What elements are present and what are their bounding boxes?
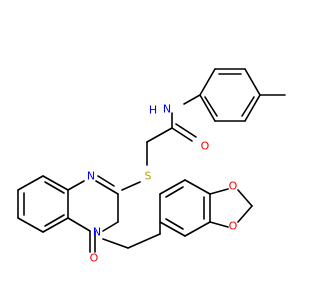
bond — [244, 94, 261, 122]
amide-hydrogen-label: H — [149, 104, 157, 117]
bond — [95, 180, 119, 195]
bond — [183, 94, 201, 105]
benzyl-linker — [102, 233, 161, 249]
bond — [209, 221, 229, 228]
ring-nitrogen-3-label: N — [93, 226, 101, 239]
bond — [244, 68, 261, 96]
tolyl-ring — [199, 68, 286, 122]
benzodioxole-ring — [159, 179, 253, 237]
bond — [199, 94, 216, 122]
amide-linker — [121, 94, 201, 191]
bond — [184, 221, 211, 237]
molecule-canvas: N H O S N N O O O — [17, 68, 286, 265]
amide-nitrogen-label: N — [163, 103, 171, 116]
bond-inner — [165, 218, 184, 230]
bond — [67, 217, 91, 232]
bond — [42, 217, 69, 233]
bond — [237, 189, 253, 207]
bond-double — [97, 175, 115, 187]
carbonyl-bond-double — [175, 123, 197, 138]
ring-carbonyl-oxygen-label: O — [90, 252, 99, 265]
bond — [199, 68, 216, 96]
ring-nitrogen-1-label: N — [87, 170, 95, 183]
amide-oxygen-label: O — [201, 140, 210, 153]
bond-inner — [44, 214, 65, 227]
quinazolinone-core — [17, 175, 119, 253]
bond — [184, 179, 211, 195]
bond — [17, 217, 44, 233]
bond-inner — [241, 96, 255, 117]
structure-diagram: N H O S N N O O O — [17, 68, 286, 265]
dioxole-oxygen-1-label: O — [229, 180, 238, 193]
bond-inner — [204, 96, 218, 117]
atom-labels: N H O S N N O O O — [87, 103, 238, 265]
carbonyl-bond — [171, 127, 193, 142]
bond — [102, 221, 119, 232]
bond — [159, 221, 186, 237]
bond — [121, 181, 141, 191]
bond-inner — [165, 186, 184, 198]
bond — [67, 180, 85, 191]
dioxole-oxygen-2-label: O — [229, 220, 238, 233]
bond — [209, 188, 229, 195]
bond — [102, 238, 129, 249]
bond — [127, 233, 161, 249]
bond — [17, 175, 44, 191]
bond — [42, 175, 69, 191]
bond-inner — [44, 181, 65, 194]
bond — [237, 205, 253, 223]
bond — [159, 179, 186, 195]
bond — [146, 127, 173, 143]
sulfur-label: S — [145, 170, 152, 183]
